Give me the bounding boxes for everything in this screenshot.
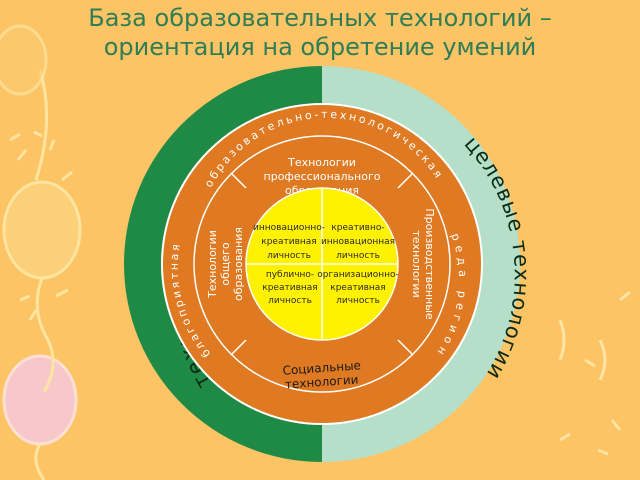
svg-text:креативная: креативная: [330, 283, 385, 293]
title-line-2: ориентация на обретение умений: [103, 33, 537, 61]
balloon-icon: [0, 24, 48, 96]
sector-general-line-3: образования: [232, 227, 245, 301]
sector-production-line-2: технологии: [410, 230, 423, 297]
balloon-string: [34, 443, 46, 480]
svg-text:личность: личность: [336, 296, 380, 306]
core-innovative-creative: инновационно- креативная личность: [253, 223, 325, 261]
core-organizational-creative: организационно- креативная личность: [317, 270, 399, 306]
core-public-creative: публично- креативная личность: [262, 270, 317, 306]
svg-text:публично-: публично-: [266, 270, 314, 280]
sector-professional-line-1: Технологии: [287, 156, 356, 169]
balloon-string: [35, 277, 55, 393]
svg-text:организационно-: организационно-: [317, 270, 399, 280]
sector-production: Производственные технологии: [410, 208, 436, 320]
svg-text:креативная: креативная: [261, 237, 316, 247]
balloon-string: [34, 69, 49, 181]
slide-title: База образовательных технологий – ориент…: [0, 4, 640, 62]
sector-social-line-1: Социальные: [282, 358, 361, 377]
sector-general-line-1: Технологии: [206, 230, 219, 299]
svg-text:инновационно-: инновационно-: [253, 223, 325, 233]
svg-text:креативная: креативная: [262, 283, 317, 293]
title-line-1: База образовательных технологий –: [88, 4, 552, 32]
core-dividers: [246, 188, 398, 340]
confetti-icon: [19, 288, 69, 321]
sector-social: Социальные технологии: [282, 358, 361, 391]
svg-text:личность: личность: [268, 296, 312, 306]
sector-professional-line-2: профессионального: [264, 170, 381, 183]
confetti-icon: [9, 130, 73, 182]
svg-text:личность: личность: [336, 251, 380, 261]
svg-text:личность: личность: [267, 251, 311, 261]
sector-general-education: Технологии общего образования: [206, 227, 245, 301]
sector-social-line-2: технологии: [285, 372, 359, 391]
sector-production-line-1: Производственные: [423, 208, 436, 320]
sector-dividers: [230, 172, 414, 356]
svg-text:инновационная: инновационная: [321, 237, 395, 247]
confetti-icon: [558, 290, 631, 381]
svg-text:креативно-: креативно-: [331, 223, 384, 233]
confetti-icon: [559, 419, 622, 456]
sector-general-line-2: общего: [219, 242, 232, 285]
core-creative-innovative: креативно- инновационная личность: [321, 223, 395, 261]
